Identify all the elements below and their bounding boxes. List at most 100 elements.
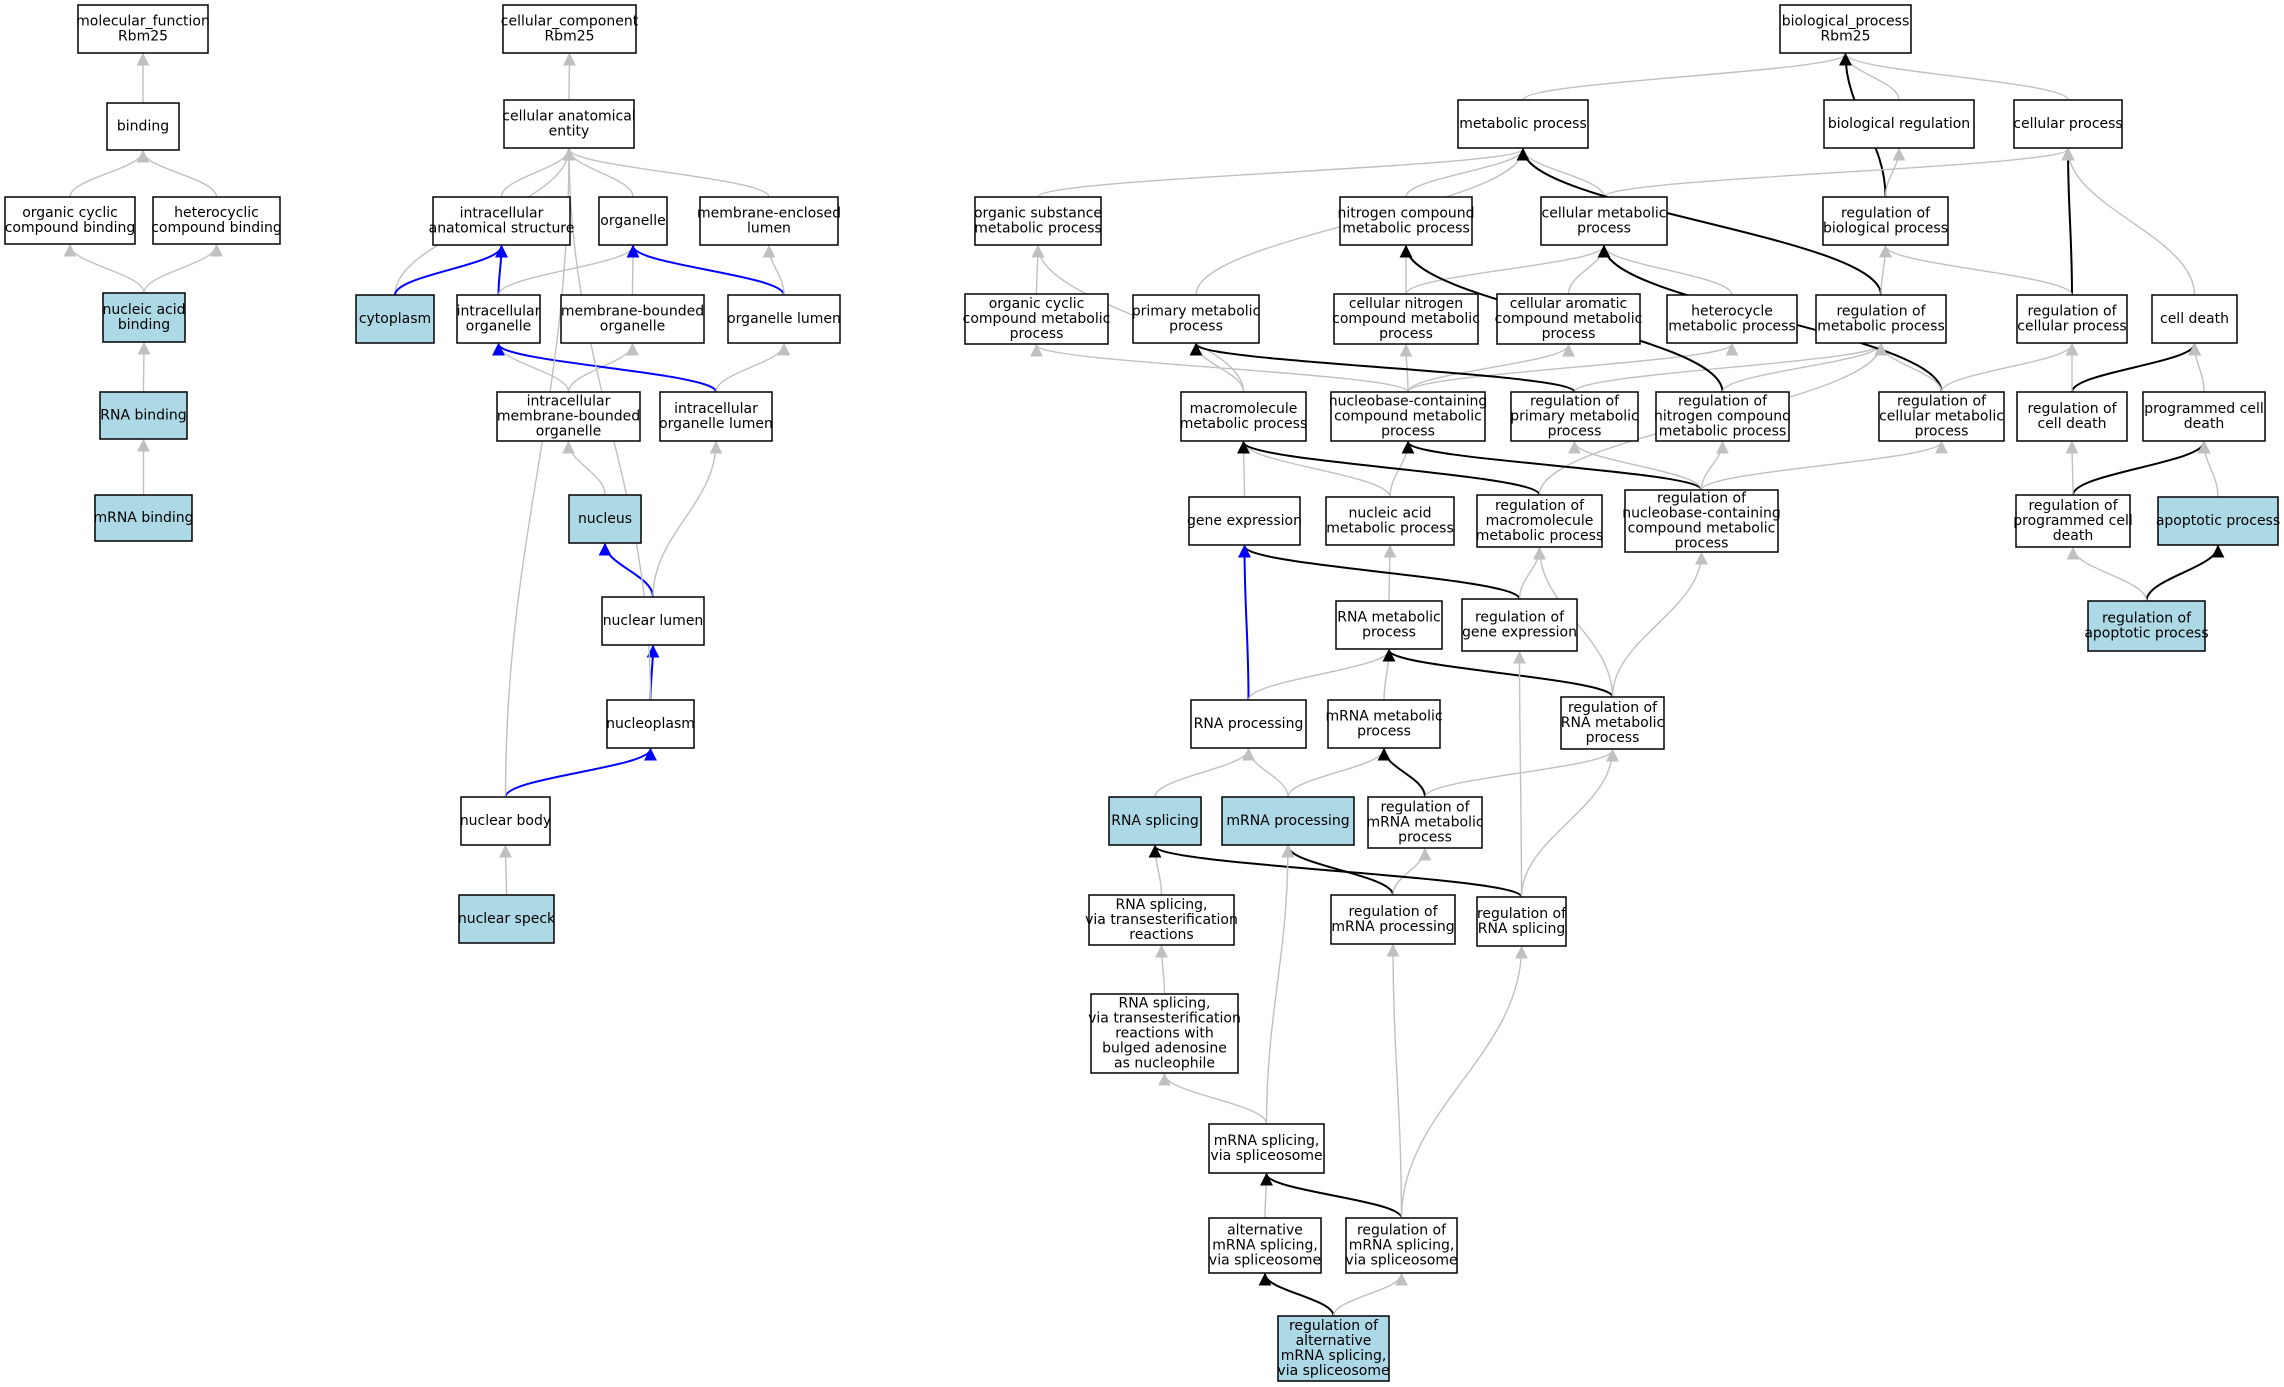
node-organelle-lumen[interactable]: organelle lumen [727, 294, 841, 344]
node-label-line: heterocycle [1691, 303, 1773, 319]
node-label-line: Rbm25 [544, 28, 594, 44]
node-label-line: gene expression [1187, 513, 1302, 529]
node-nucleoplasm[interactable]: nucleoplasm [606, 699, 695, 749]
node-label-line: process [1915, 423, 1969, 439]
node-box [2015, 494, 2131, 548]
edge-regulation_of_rna_splicing-to-regulation_of_gene_expression [1513, 650, 1527, 898]
node-label-line: cellular anatomical [502, 108, 635, 124]
node-mrna-processing[interactable]: mRNA processing [1221, 796, 1355, 846]
node-gene-expression[interactable]: gene expression [1187, 496, 1302, 546]
node-rna-splicing-transest[interactable]: RNA splicing,via transesterificationreac… [1085, 894, 1238, 946]
node-regulation-of-nucleobase-cmp[interactable]: regulation ofnucleobase-containingcompou… [1622, 489, 1781, 553]
node-metabolic-process[interactable]: metabolic process [1457, 99, 1589, 149]
node-label-line: nucleobase-containing [1329, 393, 1488, 409]
node-cell-death[interactable]: cell death [2151, 294, 2238, 344]
node-label-line: metabolic process [1180, 416, 1308, 432]
node-box [1132, 294, 1260, 344]
node-nuclear-body[interactable]: nuclear body [460, 796, 551, 846]
node-label-line: biological process [1823, 220, 1948, 236]
node-box [1190, 699, 1307, 749]
node-box [1624, 489, 1779, 553]
node-nucleus[interactable]: nucleus [568, 494, 642, 544]
edge-regulation_of_mrna_mp-to-regulation_of_rna_mp [1424, 748, 1619, 798]
node-label-line: process [1362, 624, 1416, 640]
node-binding[interactable]: binding [106, 102, 180, 151]
node-label-line: regulation of [2027, 303, 2117, 319]
node-box [2013, 99, 2123, 149]
node-label-line: membrane-bounded [497, 408, 640, 424]
node-box [974, 196, 1102, 246]
node-nuclear-lumen[interactable]: nuclear lumen [601, 596, 705, 646]
node-rna-splicing[interactable]: RNA splicing [1108, 796, 1202, 846]
node-label-line: organelle [600, 213, 665, 229]
node-label-line: biological regulation [1828, 116, 1970, 132]
node-apoptotic-process[interactable]: apoptotic process [2156, 496, 2280, 546]
node-label-line: mRNA processing [1226, 813, 1349, 829]
node-nuclear-speck[interactable]: nuclear speck [458, 894, 556, 944]
node-label-line: process [1169, 318, 1223, 334]
node-label-line: nucleic acid [1348, 505, 1431, 521]
node-label-line: binding [117, 118, 169, 134]
node-label-line: apoptotic process [2084, 625, 2208, 641]
node-rna-processing[interactable]: RNA processing [1190, 699, 1307, 749]
node-box [1180, 391, 1307, 442]
node-biological-regulation[interactable]: biological regulation [1823, 99, 1975, 149]
edge-regulation_of_pcd-to-regulation_of_cell_death [2065, 440, 2079, 496]
node-cytoplasm[interactable]: cytoplasm [355, 294, 435, 344]
node-mrna-binding[interactable]: mRNA binding [93, 494, 194, 542]
node-mrna-splicing-spliceosome[interactable]: mRNA splicing,via spliceosome [1208, 1123, 1325, 1174]
node-rna-splicing-bulged[interactable]: RNA splicing,via transesterificationreac… [1088, 993, 1241, 1074]
node-cellular-process[interactable]: cellular process [2013, 99, 2123, 149]
node-rna-binding[interactable]: RNA binding [99, 391, 188, 440]
edge-regulation_of_biological_process-to-biological_regulation [1884, 147, 1906, 198]
node-label-line: metabolic process [1459, 116, 1587, 132]
node-label-line: cellular metabolic [1542, 205, 1667, 221]
node-organelle[interactable]: organelle [598, 196, 668, 246]
